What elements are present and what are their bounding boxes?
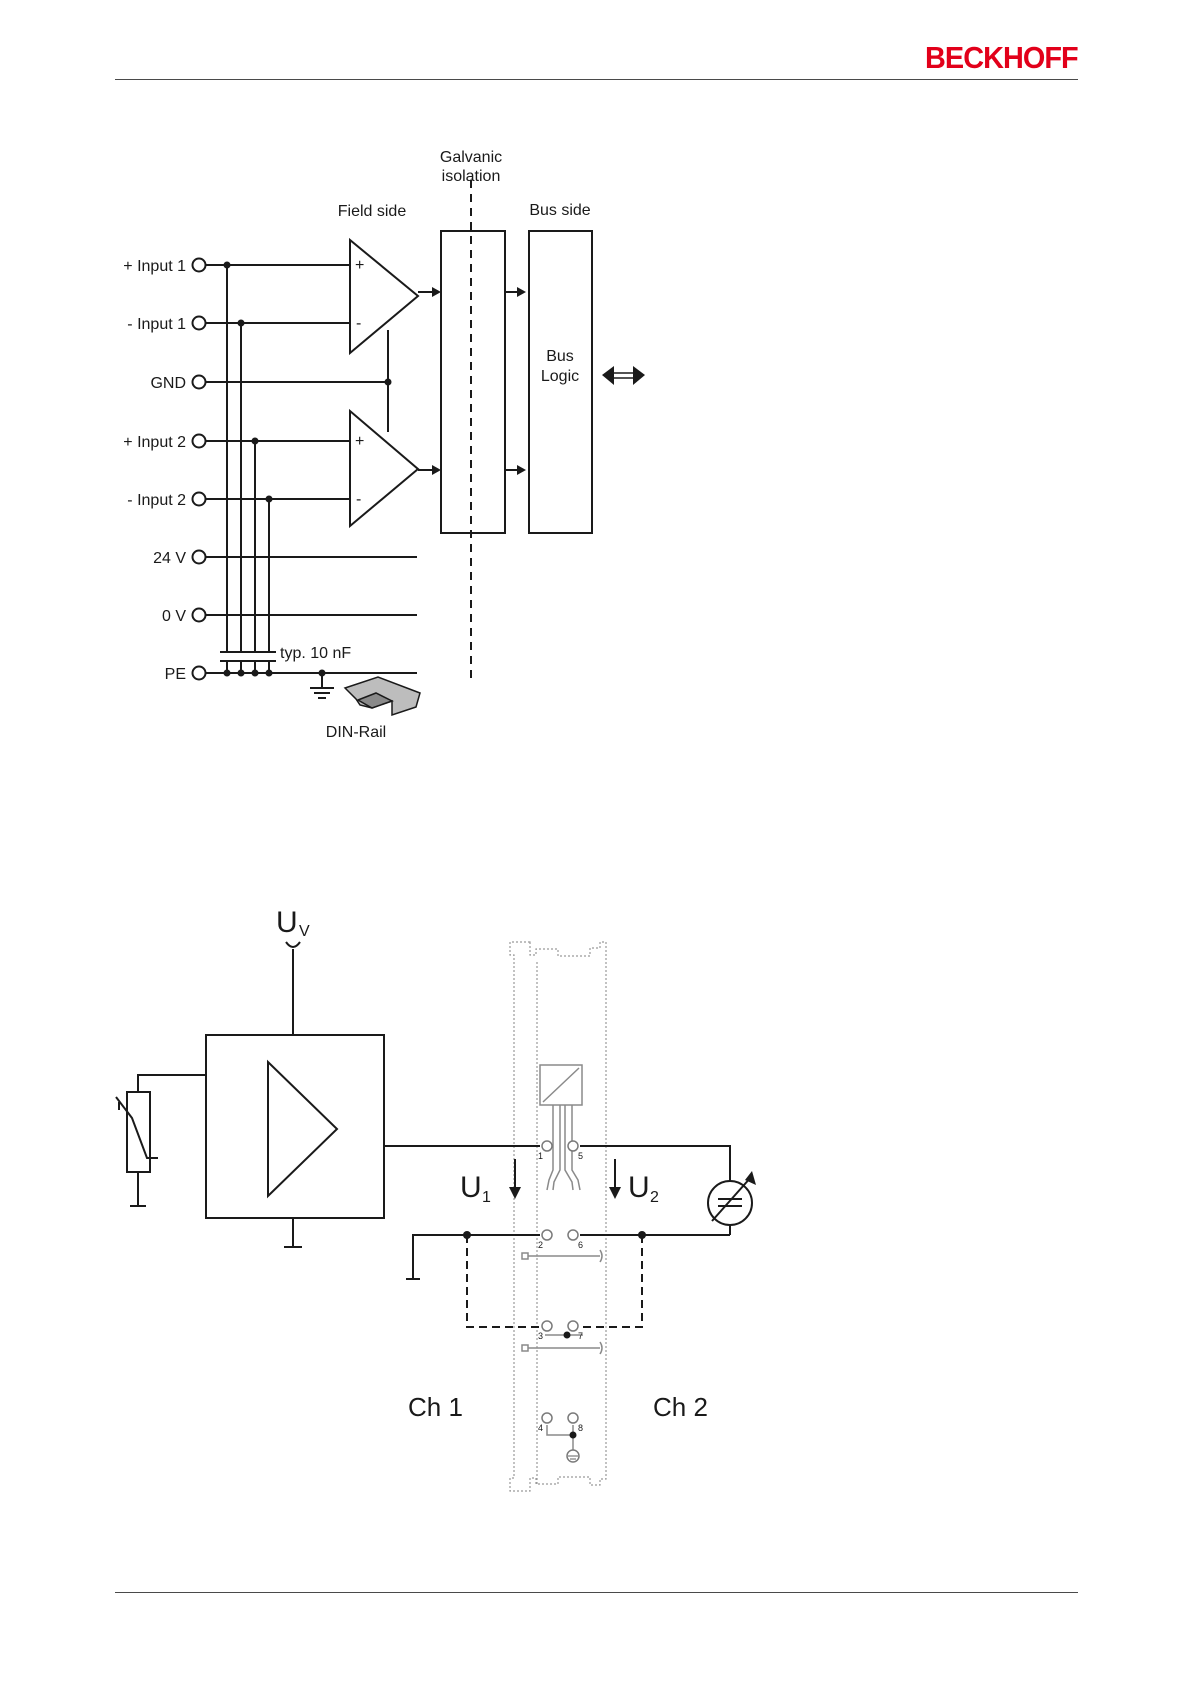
galvanic-isolation-label: isolation — [442, 168, 501, 185]
channel-2-label: Ch 2 — [653, 1392, 708, 1422]
amp-plus-sign: + — [355, 433, 364, 450]
u1-label: U — [460, 1171, 482, 1204]
amp-minus-sign: - — [356, 315, 361, 332]
header-rule — [115, 79, 1078, 80]
u2-label: U — [628, 1171, 650, 1204]
u1-subscript: 1 — [482, 1189, 491, 1206]
connection-diagram: 1 5 2 6 3 7 4 8 — [0, 890, 800, 1510]
pin-number: 5 — [578, 1151, 583, 1161]
footer-rule — [115, 1592, 1078, 1593]
din-rail-label: DIN-Rail — [326, 724, 386, 741]
terminal-label: 0 V — [162, 608, 186, 625]
amp-minus-sign: - — [356, 491, 361, 508]
pin-number: 7 — [578, 1331, 583, 1341]
bus-logic-label: Bus — [546, 348, 574, 365]
terminal-label: - Input 2 — [127, 492, 186, 509]
block-diagram: + Input 1 - Input 1 GND + Input 2 - Inpu… — [0, 140, 720, 750]
channel-1-label: Ch 1 — [408, 1392, 463, 1422]
terminal-label: PE — [165, 666, 186, 683]
terminal-label: GND — [150, 375, 186, 392]
terminal-label: + Input 1 — [123, 258, 186, 275]
galvanic-isolation-label: Galvanic — [440, 149, 502, 166]
pin-number: 6 — [578, 1240, 583, 1250]
terminal-label: 24 V — [153, 550, 186, 567]
u2-subscript: 2 — [650, 1189, 659, 1206]
beckhoff-logo: BECKHOFF — [925, 40, 1078, 76]
capacitor-label: typ. 10 nF — [280, 645, 351, 662]
bus-side-label: Bus side — [529, 202, 590, 219]
pin-number: 2 — [538, 1240, 543, 1250]
supply-voltage-subscript: V — [299, 923, 310, 940]
bus-logic-label: Logic — [541, 368, 579, 385]
pin-number: 4 — [538, 1423, 543, 1433]
amp-plus-sign: + — [355, 257, 364, 274]
supply-voltage-label: U — [276, 906, 298, 939]
terminal-label: + Input 2 — [123, 434, 186, 451]
terminal-label: - Input 1 — [127, 316, 186, 333]
pin-number: 3 — [538, 1331, 543, 1341]
din-rail-icon — [345, 677, 420, 715]
pin-number: 1 — [538, 1151, 543, 1161]
pin-number: 8 — [578, 1423, 583, 1433]
field-side-label: Field side — [338, 203, 407, 220]
